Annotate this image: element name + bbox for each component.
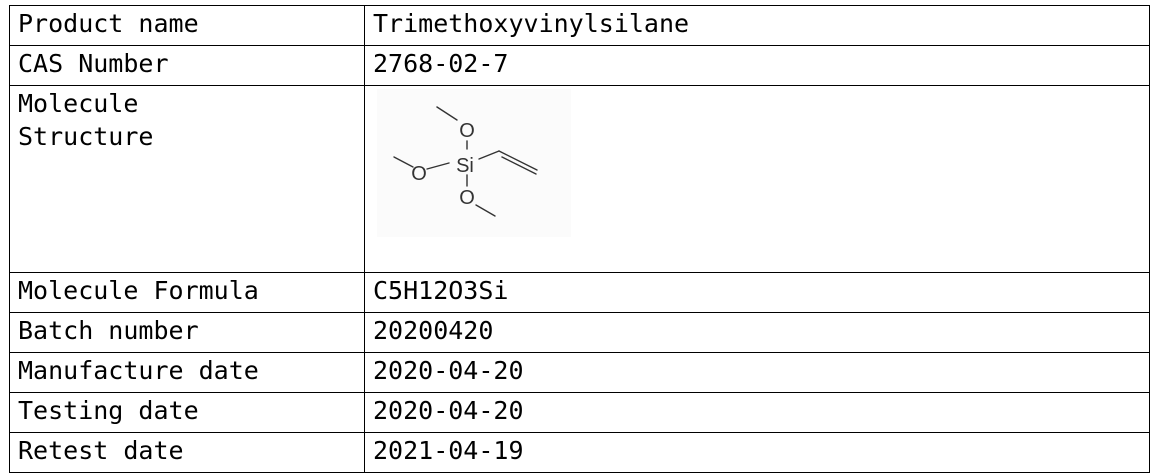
row-label: Product name [18,9,199,38]
bond-vinyl-double-a [498,150,538,171]
row-label: CAS Number [18,48,169,78]
atom-label: O [459,187,475,209]
table-row: Testing date 2020-04-20 [9,392,1150,433]
bond-left-o-si [426,162,450,170]
row-label-cell: CAS Number [9,44,365,86]
retest-date-value: 2021-04-19 [373,435,524,465]
table-row: Molecule Formula C5H12O3Si [9,272,1150,314]
table-row: Batch number 20200420 [9,312,1150,354]
bond-bottom-methyl [475,204,496,217]
row-label-cell: Molecule Formula [9,272,365,314]
product-name-value: Trimethoxyvinylsilane [373,9,690,38]
structure-atoms: O O Si O [411,120,475,209]
row-label-cell: Testing date [9,392,365,433]
table-row: CAS Number 2768-02-7 [9,44,1150,86]
bond-left-methyl [393,156,414,168]
cas-number-value: 2768-02-7 [373,48,509,78]
row-value-cell: 2768-02-7 [364,44,1150,86]
batch-number-value: 20200420 [373,316,494,346]
row-label-cell: Batch number [9,312,365,354]
atom-label: O [411,163,427,185]
structure-image-background [377,88,571,237]
row-label: Molecule Formula [18,276,259,306]
row-value-cell: 2020-04-20 [364,392,1150,433]
table-row: Product name Trimethoxyvinylsilane [9,5,1150,46]
row-value-cell: 2021-04-19 [364,431,1150,473]
structure-bonds [393,106,538,217]
row-label: Batch number [18,316,199,346]
atom-label: O [459,120,475,142]
structure-cell: O O Si O [364,84,1150,274]
bond-top-methyl [436,106,458,121]
table-row: Molecule Structure O O [9,84,1150,274]
row-value-cell: C5H12O3Si [364,272,1150,314]
row-label: Molecule Structure [18,88,154,151]
row-label: Testing date [18,396,199,426]
bond-vinyl-double-b [501,156,537,175]
molecule-structure-image: O O Si O [377,88,571,237]
row-label-cell: Product name [9,5,365,46]
row-value-cell: 20200420 [364,312,1150,354]
row-label: Manufacture date [18,356,259,386]
bond-si-vinyl [478,150,500,160]
manufacture-date-value: 2020-04-20 [373,356,524,386]
atom-label: Si [456,155,474,177]
testing-date-value: 2020-04-20 [373,396,524,426]
table-row: Manufacture date 2020-04-20 [9,352,1150,394]
row-label-cell: Retest date [9,431,365,473]
product-spec-table: Product name Trimethoxyvinylsilane CAS N… [9,5,1150,473]
molecule-formula-value: C5H12O3Si [373,276,509,306]
table-row: Retest date 2021-04-19 [9,431,1150,473]
row-value-cell: 2020-04-20 [364,352,1150,394]
row-value-cell: Trimethoxyvinylsilane [364,5,1150,46]
row-label-cell: Manufacture date [9,352,365,394]
row-label-cell: Molecule Structure [9,84,365,274]
row-label: Retest date [18,435,184,465]
